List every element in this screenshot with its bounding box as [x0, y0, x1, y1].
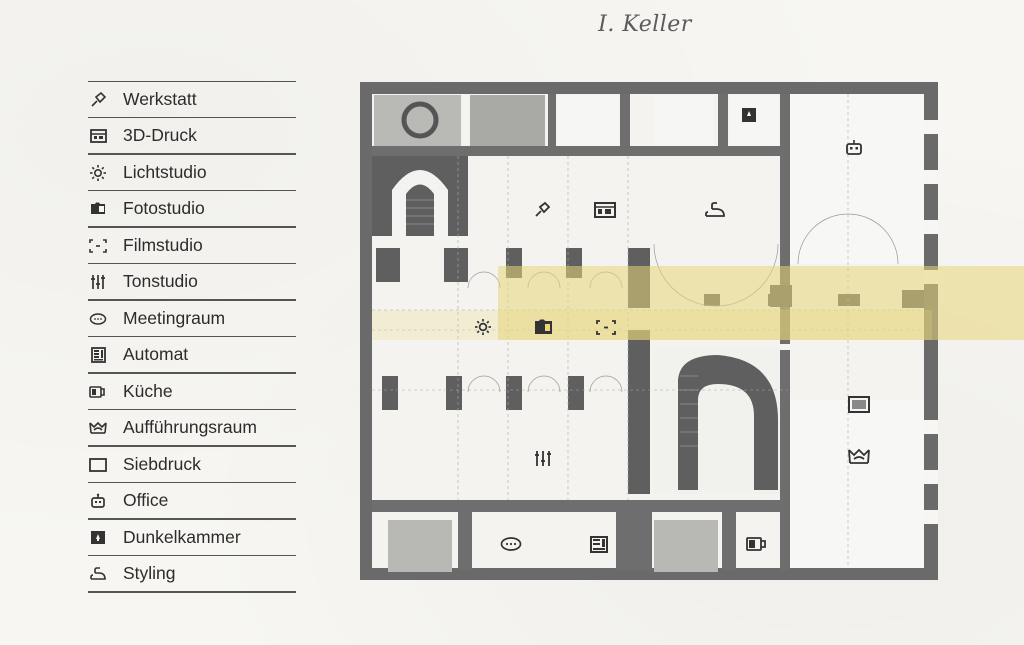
- marker-fotostudio: [535, 319, 552, 334]
- mixer-icon: [89, 273, 107, 291]
- legend-label: Automat: [123, 344, 189, 364]
- marker-meetingraum: [500, 537, 522, 551]
- legend-item-lichtstudio[interactable]: Lichtstudio: [88, 155, 296, 191]
- legend-label: Filmstudio: [123, 235, 203, 255]
- room-legend: Werkstatt 3D-Druck Lichtstudio Fotostudi…: [88, 81, 296, 593]
- cup-icon: [89, 383, 107, 401]
- marker-automat: [590, 536, 608, 553]
- legend-item-dunkelkammer[interactable]: Dunkelkammer: [88, 520, 296, 556]
- camera-icon: [89, 200, 107, 218]
- legend-item-siebdruck[interactable]: Siebdruck: [88, 447, 296, 483]
- legend-item-filmstudio[interactable]: Filmstudio: [88, 228, 296, 264]
- iron-icon: [89, 565, 107, 583]
- legend-label: Dunkelkammer: [123, 527, 241, 547]
- vending-machine-icon: [89, 346, 107, 364]
- legend-item-kueche[interactable]: Küche: [88, 374, 296, 410]
- highlight-band: [498, 266, 1024, 340]
- legend-item-3d-druck[interactable]: 3D-Druck: [88, 118, 296, 155]
- floor-plan: [360, 82, 1024, 580]
- legend-label: Aufführungsraum: [123, 417, 257, 437]
- marker-dunkelkammer: [742, 108, 756, 122]
- legend-label: Office: [123, 490, 169, 510]
- tool-icon: [89, 91, 107, 109]
- robot-icon: [89, 492, 107, 510]
- marker-kueche: [746, 537, 766, 551]
- marker-filmstudio: [596, 320, 616, 335]
- legend-item-tonstudio[interactable]: Tonstudio: [88, 264, 296, 301]
- speech-bubble-icon: [89, 310, 107, 328]
- legend-label: Meetingraum: [123, 308, 226, 328]
- legend-label: Lichtstudio: [123, 162, 207, 182]
- marker-lichtstudio: [475, 319, 491, 335]
- legend-label: 3D-Druck: [123, 125, 197, 145]
- legend-label: Siebdruck: [123, 454, 201, 474]
- legend-item-automat[interactable]: Automat: [88, 337, 296, 374]
- legend-item-fotostudio[interactable]: Fotostudio: [88, 191, 296, 228]
- legend-label: Werkstatt: [123, 89, 197, 109]
- marker-office: [846, 140, 862, 155]
- darkroom-icon: [89, 529, 107, 547]
- screen-frame-icon: [89, 456, 107, 474]
- stage-icon: [89, 419, 107, 437]
- film-frame-icon: [89, 237, 107, 255]
- legend-item-werkstatt[interactable]: Werkstatt: [88, 82, 296, 118]
- marker-tonstudio: [535, 451, 551, 466]
- marker-werkstatt: [535, 201, 551, 217]
- legend-item-styling[interactable]: Styling: [88, 556, 296, 593]
- legend-label: Fotostudio: [123, 198, 205, 218]
- marker-siebdruck: [848, 396, 870, 413]
- light-icon: [89, 164, 107, 182]
- page-title: I. Keller: [598, 12, 692, 37]
- marker-3d-druck: [594, 202, 616, 218]
- marker-styling: [705, 202, 725, 217]
- legend-label: Styling: [123, 563, 176, 583]
- marker-auffuehrungsraum: [848, 448, 870, 464]
- printer-3d-icon: [89, 127, 107, 145]
- legend-item-meetingraum[interactable]: Meetingraum: [88, 301, 296, 337]
- legend-label: Tonstudio: [123, 271, 198, 291]
- legend-item-office[interactable]: Office: [88, 483, 296, 520]
- legend-label: Küche: [123, 381, 173, 401]
- legend-item-auffuehrungsraum[interactable]: Aufführungsraum: [88, 410, 296, 447]
